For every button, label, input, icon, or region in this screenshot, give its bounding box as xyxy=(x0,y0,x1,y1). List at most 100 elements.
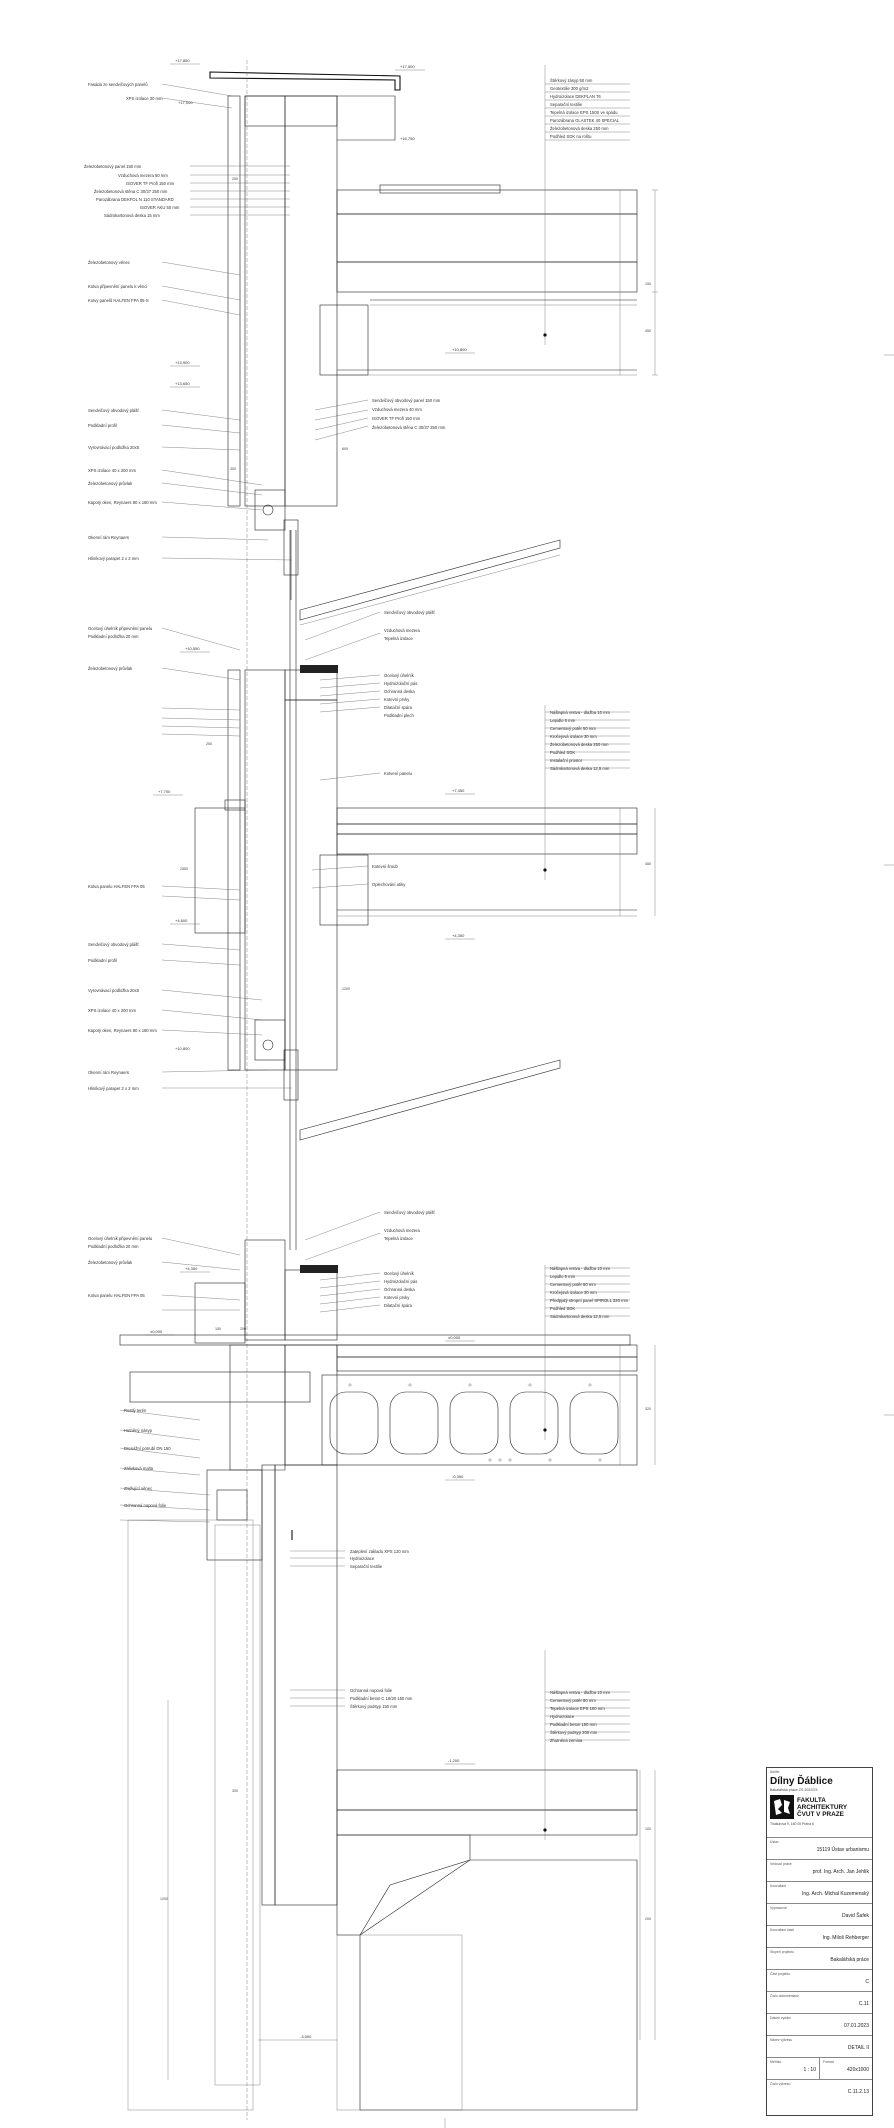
label-base-7: Zhutněná zemina xyxy=(550,1738,583,1743)
logo-line-1: FAKULTA xyxy=(797,1796,826,1804)
level-9: +7,700 xyxy=(158,789,171,794)
consultant-caption: Konzultant xyxy=(770,1884,787,1888)
dim-l5: 100 xyxy=(645,1827,651,1831)
label-base-5: Podkladní beton 150 mm xyxy=(550,1722,597,1727)
label-low-8: Hutněný násyp xyxy=(124,1428,153,1433)
level-3: +17,000 xyxy=(178,100,193,105)
dim-5: 300 xyxy=(230,467,236,471)
level-2: +17,500 xyxy=(400,64,415,69)
label-floor-8: Sádrokartonová deska 12,5 mm xyxy=(550,766,610,771)
institute-caption: Ústav xyxy=(770,1840,779,1844)
label-hf-4: Kročejová izolace 30 mm xyxy=(550,1290,597,1295)
labels-floor: Nášlapná vrstva - dlažba 10 mm Lepidlo 5… xyxy=(550,710,611,771)
label-mid-9: Kotvení panelu xyxy=(384,771,413,776)
label-low-4: Ochranná nopová folie xyxy=(350,1688,393,1693)
label-ring-beam: Železobetonový věnec xyxy=(88,260,130,265)
label-plasterboard: Sádrokartonová deska 15 mm xyxy=(104,213,160,218)
dim-3: 450 xyxy=(645,329,651,333)
level-12: +4,350 xyxy=(452,933,465,938)
label-base-1: Nášlapná vrstva - dlažba 10 mm xyxy=(550,1690,611,1695)
label-ll-4: Kotva panelu HALFEN FPA 05 xyxy=(88,1293,145,1298)
label-hf-2: Lepidlo 5 mm xyxy=(550,1274,576,1279)
labels-upper: Fasáda ze sendvičových panelů XPS izolac… xyxy=(84,82,180,561)
level-1: +17,850 xyxy=(175,58,190,63)
sheet-caption: Číslo výkresu xyxy=(770,2082,791,2086)
format-cell: Formát 420x1000 xyxy=(819,2058,872,2079)
attic-coping xyxy=(209,71,401,91)
detail-lower-ground xyxy=(119,1211,656,2111)
label-base-6: Štěrkový podsyp 200 mm xyxy=(550,1730,598,1735)
label-mid-2: Vzduchová mezera xyxy=(384,628,421,633)
label-sandwich: Sendvičový obvodový plášť xyxy=(88,408,139,413)
label-roof-gravel: Štěrkový zásyp 50 mm xyxy=(550,78,593,83)
label-ml-3: Železobetonový průvlak xyxy=(88,666,133,671)
author-value: David Šafek xyxy=(842,1913,869,1919)
label-roof-geotextile: Geotextilie 300 g/m2 xyxy=(550,86,589,91)
label-roof-ceiling: Podhled SDK na roštu xyxy=(550,134,592,139)
dim-m4: 1200 xyxy=(342,987,350,991)
consultant-value: Ing. Arch. Michal Kuzemenský xyxy=(802,1891,869,1897)
title-block: Ateliér Dílny Ďáblice Bakalářská práce Z… xyxy=(766,1767,873,2116)
label-xps-200: XPS izolace 40 x 200 mm xyxy=(88,468,136,473)
label-facade-panel: Fasáda ze sendvičových panelů xyxy=(88,82,148,87)
hollow-core-panel xyxy=(321,1374,638,1466)
scale-cell: Měřítko 1 : 10 xyxy=(767,2058,819,2079)
level-15: ±0,000 xyxy=(150,1329,163,1334)
label-mid-5: Hydroizolační pás xyxy=(384,681,417,686)
label-anchor: Kotva připevnění panelu k věnci xyxy=(88,284,147,289)
label-ml-5: Sendvičový obvodový plášť xyxy=(88,942,139,947)
label-lm-2: Vzduchová mezera xyxy=(384,1228,421,1233)
label-lm-1: Sendvičový obvodový plášť xyxy=(384,1210,435,1215)
part-caption: Část projektu xyxy=(770,1972,790,1976)
window-frame xyxy=(254,489,286,531)
label-ll-6: Ztužující věnec xyxy=(124,1486,152,1491)
label-vapour-barrier: Parozábrana DEKFOL N 110 STANDARD xyxy=(96,197,174,202)
dim-l4: 300 xyxy=(232,1789,238,1793)
dim-l3: 320 xyxy=(645,1407,651,1411)
label-lm-4: Ocelový úhelník xyxy=(384,1271,415,1276)
sheet-crop-marks xyxy=(444,354,894,2128)
doc-number-caption: Číslo dokumentace xyxy=(770,1994,800,1998)
part-value: C xyxy=(865,1979,869,1985)
label-roof-separation: Separační textilie xyxy=(550,102,583,107)
label-ll-5: Zálivková malta xyxy=(124,1466,154,1471)
row-supervisor: Vedoucí práce prof. Ing. Arch. Jan Jehlí… xyxy=(767,1860,872,1882)
label-hf-5: Předpjatý stropní panel SPIROLL 320 mm xyxy=(550,1298,629,1303)
label-mid-12: Podkladní plech xyxy=(384,713,414,718)
labels-middle-left: Ocelový úhelník připevnění panelu Podkla… xyxy=(88,626,157,1091)
stage-caption: Stupeň projektu xyxy=(770,1950,794,1954)
label-hf-6: Podhled SDK xyxy=(550,1306,575,1311)
label-floor-3: Cementový potěr 50 mm xyxy=(550,726,596,731)
label-mid-8: Dilatační spára xyxy=(384,705,413,710)
label-ml-4: Kotva panelu HALFEN FPA 05 xyxy=(88,884,145,889)
dims-middle: 250 2550 450 1200 xyxy=(180,742,651,991)
sheet-value: C.11.2.13 xyxy=(847,2089,869,2095)
level-14: +4,350 xyxy=(185,1266,198,1271)
labels-lower: Zateplení základu XPS 120 mm Hydroizolac… xyxy=(124,1408,413,1709)
label-hf-7: Sádrokartonová deska 12,5 mm xyxy=(550,1314,610,1319)
faculty-logo-icon xyxy=(770,1795,794,1819)
level-19: -3,500 xyxy=(300,2034,312,2039)
label-base-profile: Podkladní profil xyxy=(88,423,117,428)
dim-m1: 250 xyxy=(206,742,212,746)
level-11: +4,600 xyxy=(175,918,188,923)
dim-4: 600 xyxy=(342,447,348,451)
label-lm-7: Kotevní prvky xyxy=(384,1295,410,1300)
label-floor-2: Lepidlo 5 mm xyxy=(550,718,576,723)
level-5: +13,900 xyxy=(175,360,190,365)
row-part-consultant: Konzultant části Ing. Miloš Rehberger xyxy=(767,1926,872,1948)
label-concrete-wall: Železobetonová stěna C 30/37 250 mm xyxy=(94,189,168,194)
row-institute: Ústav 15119 Ústav urbanismu xyxy=(767,1838,872,1860)
label-isover-aku: ISOVER AKU 50 mm xyxy=(140,205,180,210)
drawing-name-caption: Název výkresu xyxy=(770,2038,793,2042)
row-sheet-number: Číslo výkresu C.11.2.13 xyxy=(767,2080,872,2099)
foundation-wall xyxy=(274,1464,338,1906)
label-ll-3: Železobetonový průvlak xyxy=(88,1260,133,1265)
label-mid-4: Ocelový úhelník xyxy=(384,673,415,678)
label-halfen: Kotvy panelů HALFEN FPA 05-S xyxy=(88,298,149,303)
label-mid-11: Oplechování atiky xyxy=(372,882,406,887)
labels-hollow-floor: Nášlapná vrstva - dlažba 10 mm Lepidlo 5… xyxy=(550,1266,629,1319)
logo-address: Thákurova 9, 160 00 Praha 6 xyxy=(770,1822,814,1826)
part-consultant-caption: Konzultant části xyxy=(770,1928,794,1932)
label-floor-5: Železobetonová deska 250 mm xyxy=(550,742,609,747)
